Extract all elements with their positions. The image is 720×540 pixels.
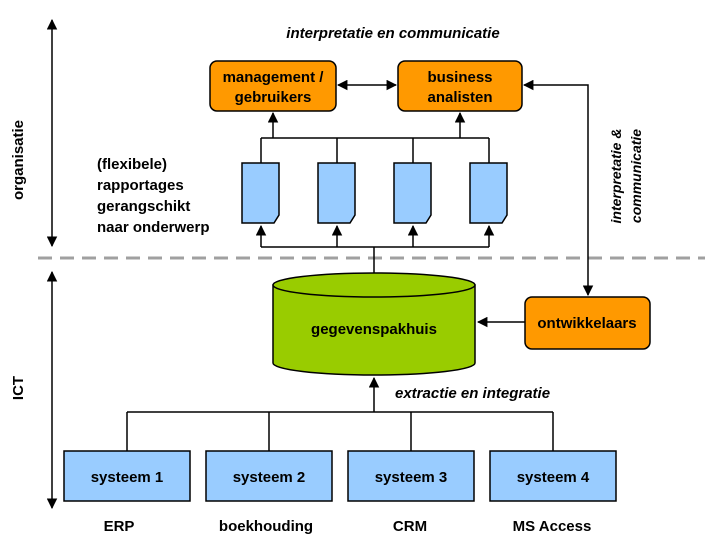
systems-to-warehouse-connectors — [126, 376, 554, 451]
side-caption-line1: interpretatie & — [608, 129, 624, 224]
business-analysts-box — [397, 60, 523, 112]
report-document-icon — [317, 162, 356, 224]
report-document-icon — [393, 162, 432, 224]
extraction-caption: extractie en integratie — [395, 385, 550, 402]
system-3-box — [347, 450, 475, 502]
report-document-icon — [469, 162, 508, 224]
system-1-label: systeem 1 — [91, 469, 164, 486]
business-label-line1: business — [427, 69, 492, 86]
developers-box — [524, 296, 651, 350]
side-caption-line2: communicatie — [628, 129, 644, 223]
reports-to-users-connectors — [260, 111, 490, 163]
system-2-label: systeem 2 — [233, 469, 306, 486]
warehouse-to-reports-connectors — [255, 224, 495, 273]
system-2-type: boekhouding — [219, 518, 313, 535]
report-document-icon — [241, 162, 280, 224]
system-4-type: MS Access — [513, 518, 592, 535]
system-1-box — [63, 450, 191, 502]
system-3-label: systeem 3 — [375, 469, 448, 486]
system-1-type: ERP — [104, 518, 135, 535]
reports-caption-line2: rapportages — [97, 177, 184, 194]
reports-caption-line1: (flexibele) — [97, 156, 167, 173]
business-label-line2: analisten — [427, 89, 492, 106]
top-caption: interpretatie en communicatie — [286, 25, 499, 42]
system-2-box — [205, 450, 333, 502]
management-box — [209, 60, 337, 112]
system-3-type: CRM — [393, 518, 427, 535]
axis-label-ict: ICT — [10, 376, 27, 400]
management-label-line2: gebruikers — [235, 89, 312, 106]
business-developers-arrow — [522, 79, 594, 297]
warehouse-cylinder — [272, 272, 476, 376]
reports-caption-line3: gerangschikt — [97, 198, 190, 215]
warehouse-label: gegevenspakhuis — [311, 321, 437, 338]
report-documents — [241, 162, 508, 224]
axis-label-organisatie: organisatie — [10, 120, 27, 200]
management-label-line1: management / — [223, 69, 325, 86]
system-4-box — [489, 450, 617, 502]
developers-label: ontwikkelaars — [537, 315, 636, 332]
reports-caption-line4: naar onderwerp — [97, 219, 210, 236]
system-4-label: systeem 4 — [517, 469, 590, 486]
